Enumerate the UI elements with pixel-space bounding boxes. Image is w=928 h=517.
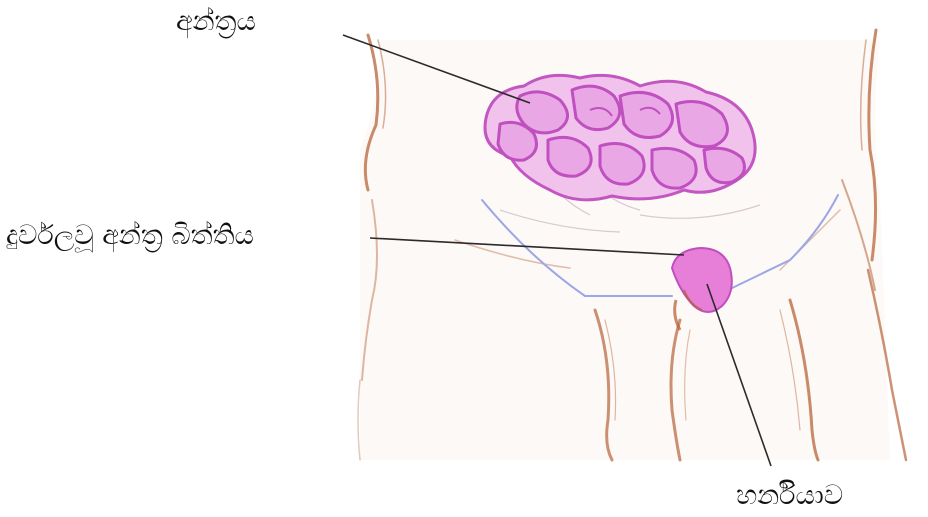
label-intestine: අන්ත්‍රය	[176, 8, 256, 35]
label-weakened-intestinal-wall: දුර්වලවූ අන්ත්‍ර බිත්තිය	[6, 222, 254, 249]
label-hernia: හර්නියාව	[736, 482, 843, 509]
